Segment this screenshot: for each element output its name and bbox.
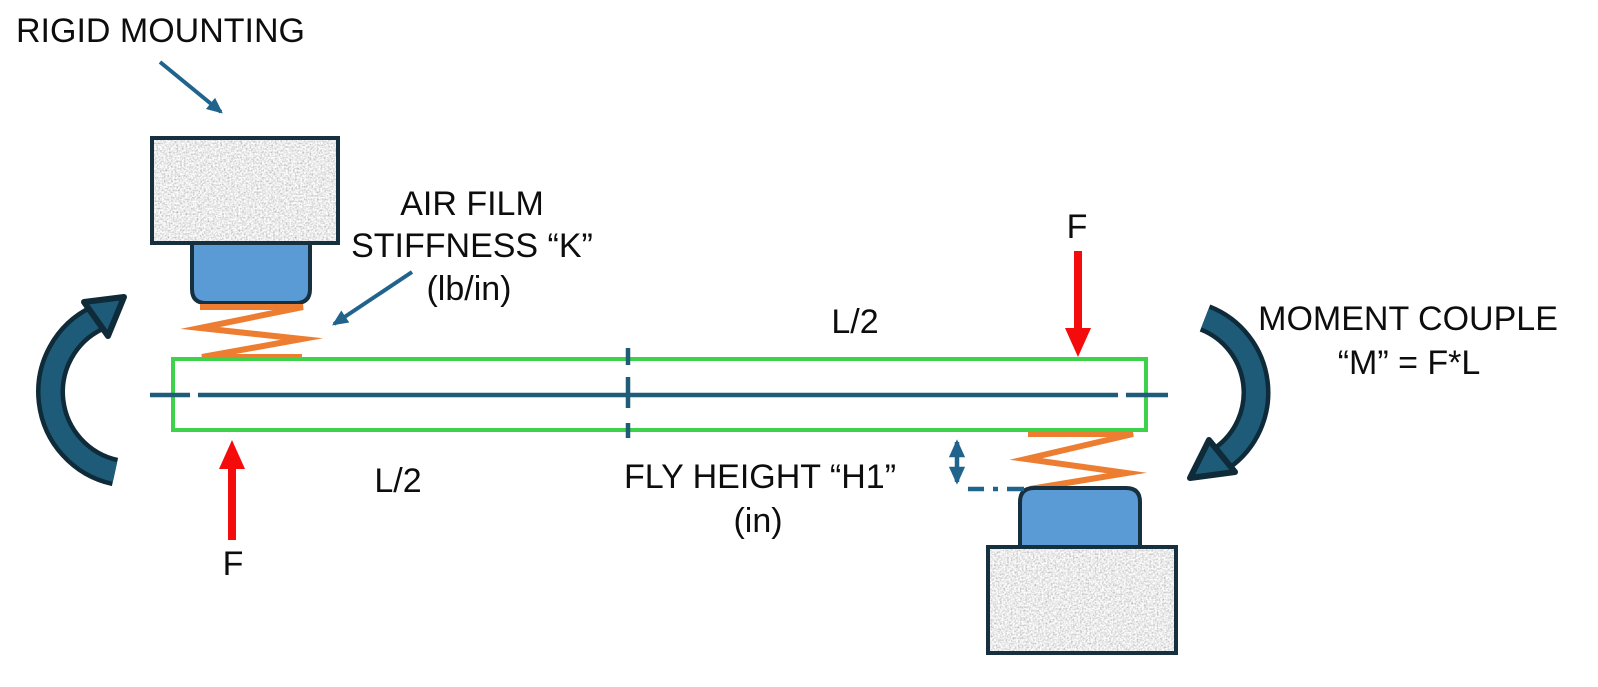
label-span-right: L/2 [831, 303, 878, 341]
label-force-left: F [223, 545, 244, 583]
rigid-mount-assembly-bottom [986, 486, 1178, 655]
granite-texture-bottom [988, 547, 1176, 653]
air-spring-right [1009, 431, 1147, 492]
force-arrow-up-left-head [219, 440, 245, 469]
force-arrow-down-right [1065, 251, 1091, 357]
label-fly-height-line1: FLY HEIGHT “H1” [624, 458, 896, 496]
label-moment-line1: MOMENT COUPLE [1258, 300, 1558, 338]
leader-arrow-air-film [332, 270, 414, 326]
label-force-right: F [1067, 208, 1088, 246]
label-rigid-mounting: RIGID MOUNTING [16, 12, 305, 50]
granite-block-bottom-border [986, 545, 1178, 655]
moment-arrow-left-head [81, 294, 127, 339]
force-arrow-up-left [219, 440, 245, 540]
moment-arrow-left [36, 294, 127, 487]
slider-pad-bottom [1018, 486, 1142, 551]
granite-texture-top [152, 138, 338, 243]
moment-arrow-left-body [40, 308, 118, 482]
label-fly-height-line2: (in) [733, 502, 782, 540]
label-span-left: L/2 [374, 462, 421, 500]
label-air-film-line1: AIR FILM [400, 185, 544, 223]
leader-arrow-rigid-mounting [158, 60, 223, 114]
moment-arrow-right-head [1187, 437, 1238, 481]
granite-block-top-border [150, 136, 340, 245]
slider-pad-top [190, 238, 312, 305]
moment-arrow-right [1187, 304, 1271, 481]
rigid-mount-assembly-top [150, 136, 340, 305]
label-air-film-line3: (lb/in) [426, 270, 511, 308]
label-air-film-line2: STIFFNESS “K” [351, 227, 593, 265]
force-arrow-down-right-head [1065, 328, 1091, 357]
moment-arrow-right-body [1201, 308, 1266, 467]
label-moment-line2: “M” = F*L [1338, 344, 1481, 382]
air-spring-left [180, 304, 324, 360]
